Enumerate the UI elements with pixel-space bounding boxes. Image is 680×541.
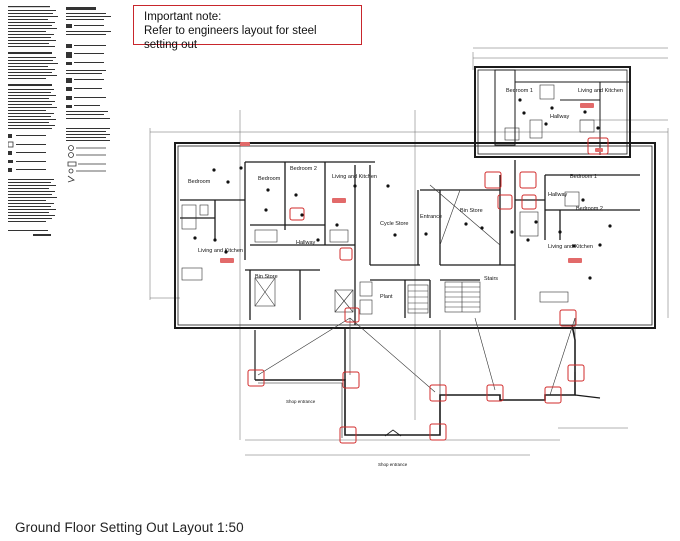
label-entrance: Entrance [420, 214, 442, 220]
label-living-kitchen-a: Living and Kitchen [332, 174, 377, 180]
label-bedroom1-b: Bedroom 1 [506, 88, 533, 94]
label-living-kitchen-c: Living and Kitchen [578, 88, 623, 94]
shop-walls [254, 324, 601, 438]
label-bedroom2-b: Bedroom 2 [576, 206, 603, 212]
room-labels: Bedroom Bedroom Bedroom 2 Living and Kit… [188, 88, 623, 467]
outer-walls [174, 66, 656, 329]
label-bedroom2-a: Bedroom 2 [290, 166, 317, 172]
label-bin-store-b: Bin Store [460, 208, 483, 214]
label-living-kitchen-b: Living and Kitchen [198, 248, 243, 254]
label-stairs: Stairs [484, 276, 498, 282]
label-bedroom-a: Bedroom [188, 179, 211, 185]
label-bin-store-a: Bin Store [255, 274, 278, 280]
column-markers [247, 137, 609, 444]
fixture-dots [193, 98, 612, 280]
label-plant: Plant [380, 294, 393, 300]
setting-out-lines [257, 184, 576, 396]
label-living-kitchen-d: Living and Kitchen [548, 244, 593, 250]
interior-walls [180, 160, 640, 325]
bin-store-crosses [254, 277, 354, 313]
label-bedroom1-c: Bedroom 1 [570, 174, 597, 180]
sanitary-fixtures [181, 84, 595, 315]
important-note-box: Important note: Refer to engineers layou… [133, 5, 362, 51]
label-hallway-c: Hallway [548, 192, 568, 198]
label-shop-entrance-a: Shop entrance [286, 399, 316, 404]
important-note-text: Refer to engineers layout for steel sett… [144, 25, 317, 51]
important-note-heading: Important note: [144, 11, 222, 23]
staircases [407, 281, 481, 314]
label-shop-entrance-b: Shop entrance [378, 462, 408, 467]
label-cycle-store: Cycle Store [380, 221, 408, 227]
label-hallway-b: Hallway [550, 114, 570, 120]
room-tag-markers [220, 103, 603, 263]
drawing-title: Ground Floor Setting Out Layout 1:50 [15, 520, 244, 535]
legend-text-block [7, 6, 111, 236]
label-hallway-a: Hallway [296, 240, 316, 246]
label-bedroom-b: Bedroom [258, 176, 281, 182]
legend-notes [7, 4, 113, 236]
